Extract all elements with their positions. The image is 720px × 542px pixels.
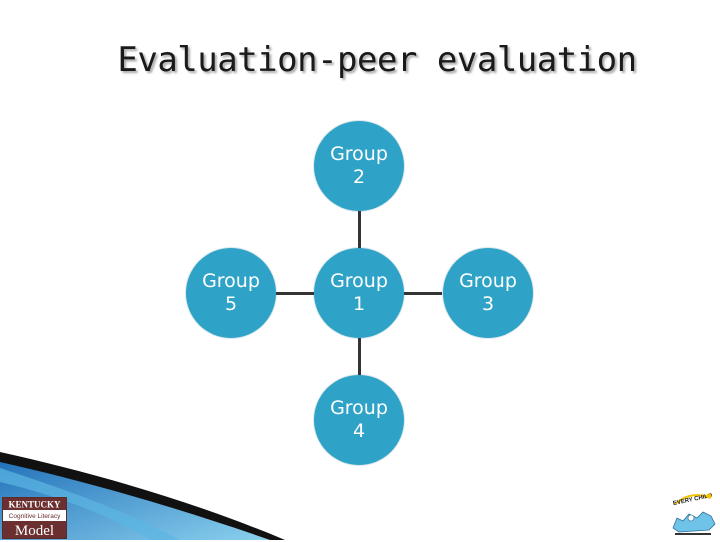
kentucky-cognitive-literacy-model-logo: KENTUCKY Cognitive Literacy Model bbox=[2, 497, 67, 539]
node-group-3: Group 3 bbox=[443, 248, 533, 338]
slide-title: Evaluation-peer evaluation bbox=[117, 40, 637, 80]
every-child-logo: EVERY CHILD bbox=[669, 488, 717, 538]
node-group-2: Group 2 bbox=[314, 121, 404, 211]
connector-group1-group5 bbox=[276, 292, 314, 295]
node-group-5: Group 5 bbox=[186, 248, 276, 338]
svg-text:Model: Model bbox=[15, 523, 54, 538]
node-group-1: Group 1 bbox=[314, 248, 404, 338]
svg-text:KENTUCKY: KENTUCKY bbox=[8, 500, 61, 510]
connector-group1-group2 bbox=[358, 211, 361, 249]
connector-group1-group4 bbox=[358, 338, 361, 376]
connector-group1-group3 bbox=[404, 292, 442, 295]
svg-text:Cognitive Literacy: Cognitive Literacy bbox=[9, 513, 61, 520]
node-group-4: Group 4 bbox=[314, 375, 404, 465]
